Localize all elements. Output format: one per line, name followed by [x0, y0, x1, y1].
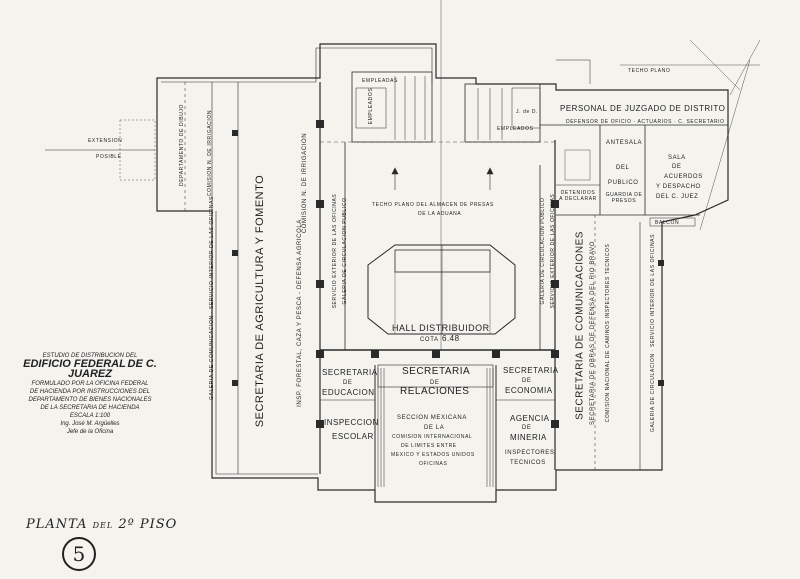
label-insp-escolar-1: INSPECCION	[324, 418, 379, 427]
label-dibujo: DEPARTAMENTO DE DIBUJO	[179, 104, 185, 187]
label-sec-eco-3: ECONOMIA	[505, 386, 553, 395]
planta-text: PLANTA	[26, 517, 88, 532]
label-sec-rel-1: SECRETARIA	[402, 366, 471, 377]
label-sala-1: SALA	[668, 155, 686, 161]
label-gal-publico-left: GALERIA DE CIRCULACION PUBLICO	[342, 197, 348, 305]
label-sala-5: DEL C. JUEZ	[656, 194, 699, 200]
label-antesala-3: PUBLICO	[608, 180, 639, 186]
title-scale: ESCALA 1:100	[69, 413, 111, 419]
label-hall: HALL DISTRIBUIDOR	[392, 323, 490, 333]
label-mineria-4: INSPECTORES	[505, 450, 555, 456]
label-sec-eco-2: DE	[522, 378, 532, 384]
label-extension-posible: POSIBLE	[96, 154, 122, 160]
label-agri-corridor: GALERIA DE COMUNICACION · SERVICIO INTER…	[209, 196, 215, 400]
label-sala-2: DE	[672, 164, 682, 170]
label-sala-4: Y DESPACHO	[656, 184, 701, 190]
label-seccion-5: MEXICO Y ESTADOS UNIDOS	[391, 452, 475, 458]
label-serv-ext-right: SERVICIO EXTERIOR DE LAS OFICINAS	[550, 193, 556, 309]
label-seccion-2: DE LA	[424, 425, 445, 431]
label-antesala-2: DEL	[616, 165, 630, 171]
title-block: ESTUDIO DE DISTRIBUCION DEL EDIFICIO FED…	[10, 352, 170, 436]
planta-del: DEL	[92, 521, 114, 530]
label-techo-almacen: TECHO PLANO DEL ALMACEN DE PRESAS	[372, 202, 494, 208]
label-balcon: BALCON	[655, 220, 680, 226]
building-outline	[156, 43, 729, 503]
label-sec-eco-1: SECRETARIA	[503, 366, 559, 375]
label-techo-plano: TECHO PLANO	[628, 68, 671, 74]
label-serv-ext-left: SERVICIO EXTERIOR DE LAS OFICINAS	[332, 193, 338, 309]
label-comun-corridor: GALERIA DE CIRCULACION · SERVICIO INTERI…	[650, 233, 656, 433]
label-insp-escolar-2: ESCOLAR	[332, 432, 374, 441]
label-empleados-right: EMPLEADOS	[497, 126, 534, 132]
label-comunicaciones: SECRETARIA DE COMUNICACIONES	[574, 231, 586, 420]
title-line6: DE LA SECRETARIA DE HACIENDA	[40, 405, 140, 411]
label-mineria-1: AGENCIA	[510, 414, 550, 423]
label-gal-publico-right: GALERIA DE CIRCULACION PUBLICO	[540, 197, 546, 305]
title-line4: DE HACIENDA POR INSTRUCCIONES DEL	[29, 389, 151, 395]
label-juzgado: PERSONAL DE JUZGADO DE DISTRITO	[560, 104, 726, 113]
title-line3: FORMULADO POR LA OFICINA FEDERAL	[31, 381, 149, 387]
label-seccion-3: COMISION INTERNACIONAL	[392, 434, 473, 440]
label-juzgado-sub: DEFENSOR DE OFICIO · ACTUARIOS · C. SECR…	[566, 119, 725, 125]
label-sec-educ-2: DE	[343, 380, 353, 386]
label-extension: EXTENSION	[88, 138, 123, 144]
label-sec-rel-3: RELACIONES	[400, 386, 470, 397]
sheet-number: 5	[62, 537, 96, 571]
label-guardia: GUARDIA DE PRESOS	[605, 192, 643, 204]
title-author-role: Jefe de la Oficina	[66, 429, 114, 435]
title-line5: DEPARTAMENTO DE BIENES NACIONALES	[28, 397, 152, 403]
label-sala-3: ACUERDOS	[664, 174, 703, 180]
label-mineria-5: TECNICOS	[510, 460, 546, 466]
label-empleados-left: EMPLEADOS	[368, 87, 374, 125]
label-seccion-4: DE LIMITES ENTRE	[401, 443, 457, 449]
sheet-caption: PLANTA DEL 2º PISO	[26, 517, 177, 532]
title-building: EDIFICIO FEDERAL	[23, 358, 126, 370]
label-aduana: DE LA ADUANA	[418, 211, 462, 217]
label-sec-rel-2: DE	[430, 380, 440, 386]
label-cota-value: 6.48	[442, 334, 460, 343]
label-comision-irrigacion: COMISION N. DE IRRIGACION	[302, 132, 308, 234]
planta-piso: 2º PISO	[118, 517, 178, 532]
label-comision-caminos: COMISION NACIONAL DE CAMINOS INSPECTORES…	[605, 243, 611, 423]
label-mineria-3: MINERIA	[510, 433, 547, 442]
title-author: Ing. José M. Argüelles	[60, 421, 120, 427]
label-seccion-6: OFICINAS	[419, 461, 448, 467]
label-mineria-2: DE	[522, 425, 532, 431]
label-cota: COTA	[420, 337, 439, 343]
label-jdd: J. de D.	[516, 109, 539, 115]
label-sec-educ-3: EDUCACION	[322, 388, 375, 397]
title-city: DE C. JUAREZ	[67, 358, 157, 380]
label-seccion-1: SECCION MEXICANA	[397, 415, 467, 421]
hall-stair-outline	[367, 244, 516, 335]
label-agricultura: SECRETARIA DE AGRICULTURA Y FOMENTO	[254, 174, 266, 428]
title-line1: ESTUDIO DE DISTRIBUCION DEL	[42, 353, 138, 359]
label-obras-rio: SECRETARIA DE OBRAS DE DEFENSA DEL RIO B…	[590, 241, 596, 425]
label-sec-educ-1: SECRETARIA	[322, 368, 378, 377]
label-antesala-1: ANTESALA	[606, 140, 643, 146]
label-empleadas: EMPLEADAS	[362, 78, 398, 84]
label-detenidos: DETENIDOS A DECLARAR	[559, 190, 597, 202]
